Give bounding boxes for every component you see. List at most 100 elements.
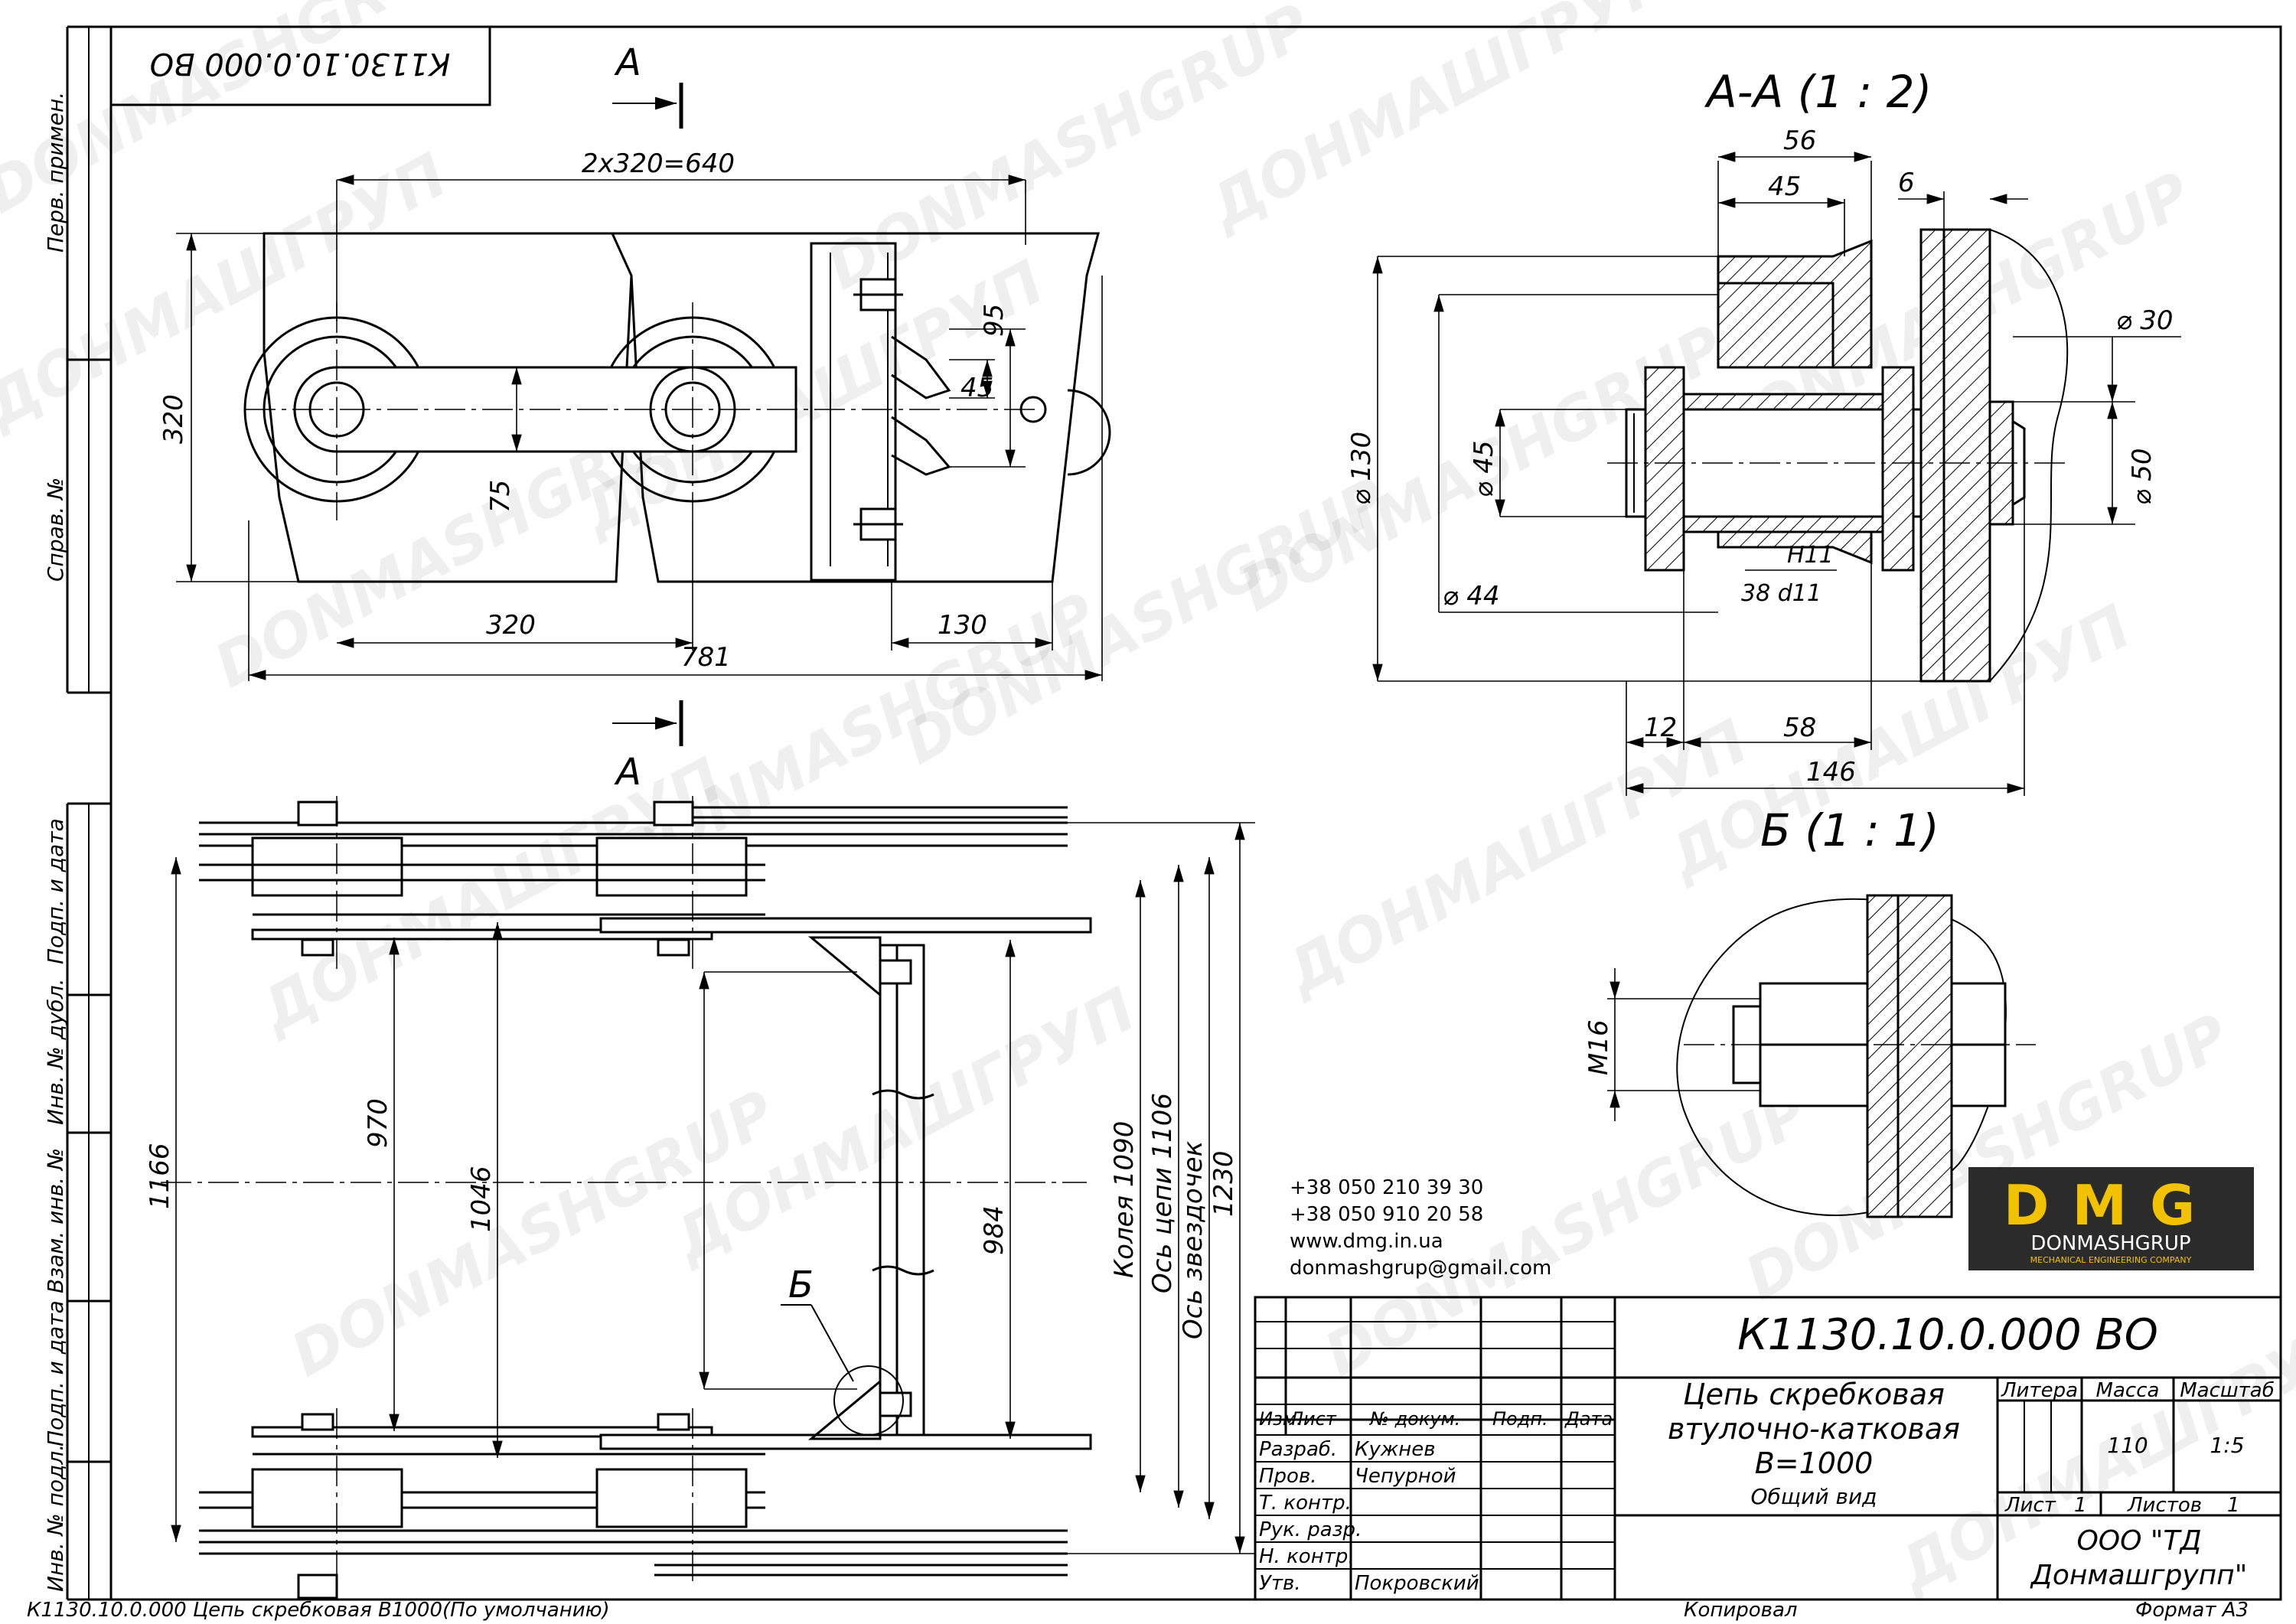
hdr-massa: Масса xyxy=(2096,1379,2160,1402)
dim-56: 56 xyxy=(1783,126,1816,156)
val-massa: 110 xyxy=(2107,1433,2148,1458)
dim-146: 146 xyxy=(1806,757,1856,788)
role-tkontr: Т. контр. xyxy=(1259,1492,1352,1515)
contacts: +38 050 210 39 30 +38 050 910 20 58 www.… xyxy=(1290,1176,1551,1280)
dmg-logo: DMG DONMASHGRUP MECHANICAL ENGINEERING C… xyxy=(1968,1167,2254,1270)
val-masshtab: 1:5 xyxy=(2210,1433,2244,1458)
side-label: Подп. и дата xyxy=(43,818,68,964)
section-mark-a-bottom: А xyxy=(614,751,641,794)
col-data: Дата xyxy=(1564,1408,1613,1430)
dim-d45: ⌀ 45 xyxy=(1469,440,1499,497)
title-block: К1130.10.0.000 ВО Цепь скребковая втулоч… xyxy=(1254,1296,2282,1601)
phone-1: +38 050 210 39 30 xyxy=(1290,1176,1483,1199)
dim-130: 130 xyxy=(938,610,987,641)
stamp-text: К1130.10.0.000 ВО xyxy=(150,46,451,81)
dim-d130: ⌀ 130 xyxy=(1346,432,1377,505)
dim-984: 984 xyxy=(979,1205,1009,1255)
kopiroval: Копировал xyxy=(1684,1599,1798,1622)
title-line-4: Общий вид xyxy=(1750,1484,1877,1509)
section-a-a: А-А (1 : 2) 56 45 6 xyxy=(1346,66,2181,796)
dim-75: 75 xyxy=(485,480,516,513)
list-label: Лист xyxy=(2004,1494,2056,1517)
side-label: Справ. № xyxy=(43,478,68,582)
listov-value: 1 xyxy=(2227,1494,2240,1517)
side-label: Перв. примен. xyxy=(43,92,68,253)
side-label: Подп. и дата xyxy=(43,1300,68,1446)
logo-name: DONMASHGRUP xyxy=(2030,1232,2190,1255)
website: www.dmg.in.ua xyxy=(1290,1230,1443,1253)
section-mark-a: А xyxy=(614,41,641,84)
title-line-1: Цепь скребковая xyxy=(1683,1378,1945,1411)
top-strand xyxy=(199,801,1092,957)
phone-2: +38 050 910 20 58 xyxy=(1290,1203,1483,1226)
role-ruk: Рук. разр. xyxy=(1259,1518,1362,1541)
dim-45: 45 xyxy=(1768,171,1801,202)
section-title: А-А (1 : 2) xyxy=(1704,66,1932,118)
footer: К1130.10.0.000 Цепь скребковая В1000(По … xyxy=(27,1599,2249,1622)
dim-pitch: 2х320=640 xyxy=(582,148,735,179)
org-line-2: Донмашгрупп" xyxy=(2030,1560,2248,1591)
title-line-3: В=1000 xyxy=(1755,1446,1874,1480)
logo-background xyxy=(1968,1167,2254,1270)
dim-koleya: Колея 1090 xyxy=(1109,1121,1140,1278)
hdr-litera: Литера xyxy=(2001,1379,2078,1402)
dim-58: 58 xyxy=(1783,713,1816,743)
title-line-2: втулочно-катковая xyxy=(1668,1412,1960,1446)
side-label: Взам. инв. № xyxy=(43,1148,68,1293)
fit-h11: H11 xyxy=(1787,542,1834,569)
role-nkontr: Н. контр. xyxy=(1259,1545,1355,1568)
dim-12: 12 xyxy=(1644,713,1677,743)
role-prov: Пров. xyxy=(1259,1465,1317,1488)
drawing-number-stamp: К1130.10.0.000 ВО xyxy=(109,25,491,106)
listov-label: Листов xyxy=(2127,1494,2202,1517)
dim-os-zvezd: Ось звездочек xyxy=(1178,1140,1208,1339)
col-list: Лист xyxy=(1289,1408,1337,1430)
role-razrab: Разраб. xyxy=(1259,1438,1337,1461)
role-utv: Утв. xyxy=(1259,1572,1301,1595)
col-izm: Изм. xyxy=(1259,1408,1302,1430)
side-strip-labels: Перв. примен. Справ. № Подп. и дата Инв.… xyxy=(43,92,68,1592)
dim-95: 95 xyxy=(979,304,1009,337)
bottom-strand xyxy=(199,1413,1092,1600)
detail-b: Б (1 : 1) М16 xyxy=(1583,804,2036,1218)
list-value: 1 xyxy=(2074,1494,2087,1517)
detail-title: Б (1 : 1) xyxy=(1760,804,1939,856)
dim-45: 45 xyxy=(960,373,993,403)
detail-mark-b: Б xyxy=(788,1264,814,1306)
side-label: Инв. № подл. xyxy=(43,1444,68,1592)
side-label: Инв. № дубл. xyxy=(43,978,68,1125)
name-prov: Чепурной xyxy=(1355,1465,1456,1488)
logo-tagline: MECHANICAL ENGINEERING COMPANY xyxy=(2030,1255,2192,1265)
dim-1166: 1166 xyxy=(145,1143,175,1209)
name-utv: Покровский xyxy=(1355,1572,1479,1595)
logo-mark: DMG xyxy=(2004,1173,2219,1238)
front-view: А xyxy=(145,700,1255,1600)
dim-d50: ⌀ 50 xyxy=(2127,448,2157,505)
dim-320: 320 xyxy=(486,610,536,641)
col-dokum: № докум. xyxy=(1368,1408,1460,1430)
dim-os-cepi: Ось цепи 1106 xyxy=(1147,1093,1178,1293)
dim-970: 970 xyxy=(363,1098,393,1148)
dim-1230: 1230 xyxy=(1208,1150,1239,1217)
fit-38d11: 38 d11 xyxy=(1741,580,1821,607)
watermark: DONMASHGRUP xyxy=(817,0,1322,304)
dim-d30: ⌀ 30 xyxy=(2116,305,2174,336)
dim-781: 781 xyxy=(681,642,731,673)
col-podp: Подп. xyxy=(1492,1408,1548,1430)
name-razrab: Кужнев xyxy=(1355,1438,1436,1461)
email: donmashgrup@gmail.com xyxy=(1290,1257,1551,1280)
org-line-1: ООО "ТД xyxy=(2076,1525,2201,1557)
dim-d44: ⌀ 44 xyxy=(1443,581,1500,611)
hdr-masshtab: Масштаб xyxy=(2180,1379,2275,1402)
dim-1046: 1046 xyxy=(466,1166,497,1232)
dim-6: 6 xyxy=(1898,168,1915,198)
file-name: К1130.10.0.000 Цепь скребковая В1000(По … xyxy=(27,1599,610,1622)
scraper-flight xyxy=(807,936,934,1440)
format: Формат А3 xyxy=(2135,1599,2249,1622)
dim-height: 320 xyxy=(158,394,189,444)
thread-size: М16 xyxy=(1583,1019,1614,1075)
doc-number: К1130.10.0.000 ВО xyxy=(1737,1310,2158,1360)
top-view: А xyxy=(158,41,1111,681)
drawing-frame xyxy=(66,25,2282,1601)
